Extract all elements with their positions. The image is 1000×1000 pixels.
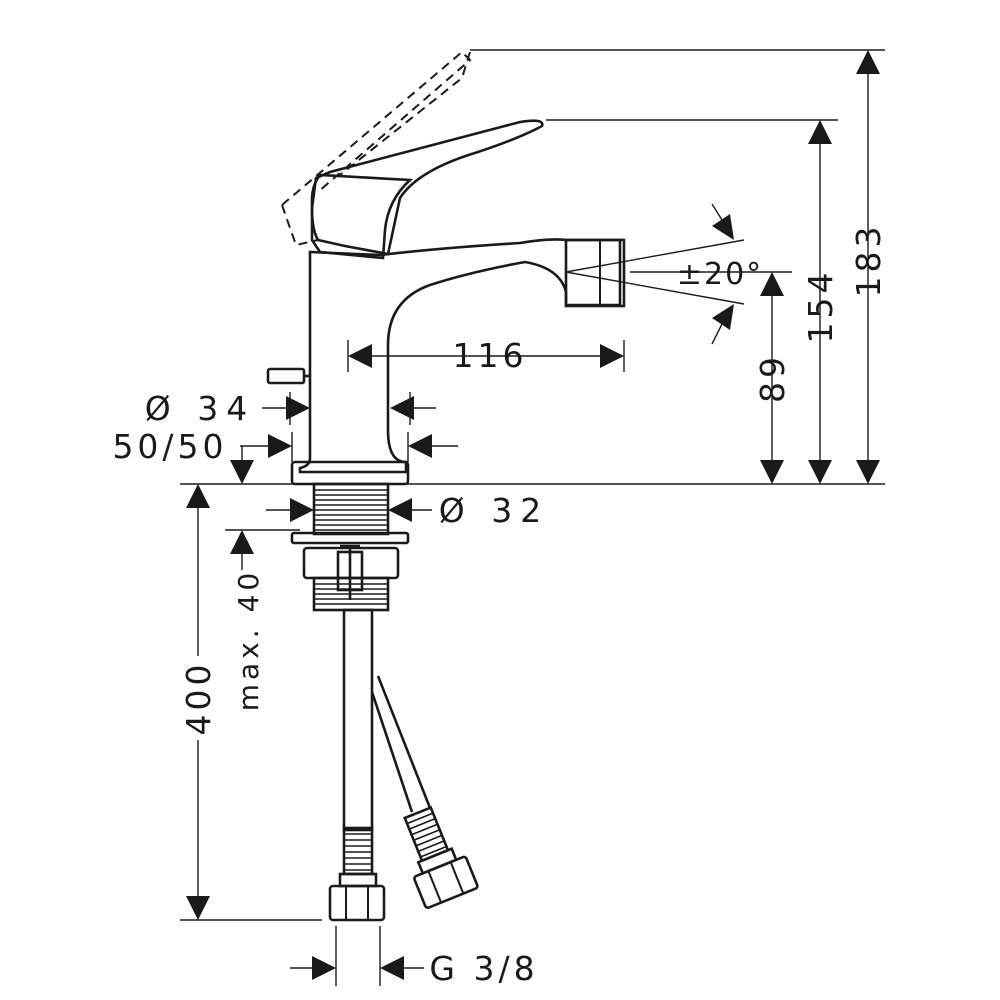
supply-hoses	[328, 608, 479, 922]
dim-shank-diameter-label: Ø 32	[439, 491, 549, 530]
dim-angle-label: ±20°	[677, 257, 763, 292]
mixer-body	[290, 173, 626, 486]
dim-body-diameter-label: Ø 34	[145, 389, 255, 428]
dim-89-label: 89	[753, 353, 792, 403]
extension-lines	[180, 49, 885, 986]
pop-up-knob	[266, 367, 310, 385]
dim-154-label: 154	[801, 269, 840, 344]
dimension-lines	[186, 50, 880, 980]
dim-hose-length-label: 400	[179, 661, 218, 736]
lever-raised-position	[281, 50, 472, 247]
dim-max-deck-label: max. 40	[232, 569, 265, 711]
threaded-shank	[290, 482, 410, 612]
dim-183-label: 183	[849, 223, 888, 298]
dimension-labels: 183 154 89 116 ±20° Ø 34 50/50 Ø 32 max.…	[112, 223, 888, 989]
dim-base-tolerance-label: 50/50	[112, 427, 227, 466]
dim-thread-label: G 3/8	[429, 949, 538, 988]
dim-116-label: 116	[453, 336, 528, 375]
lever-handle	[310, 119, 544, 256]
